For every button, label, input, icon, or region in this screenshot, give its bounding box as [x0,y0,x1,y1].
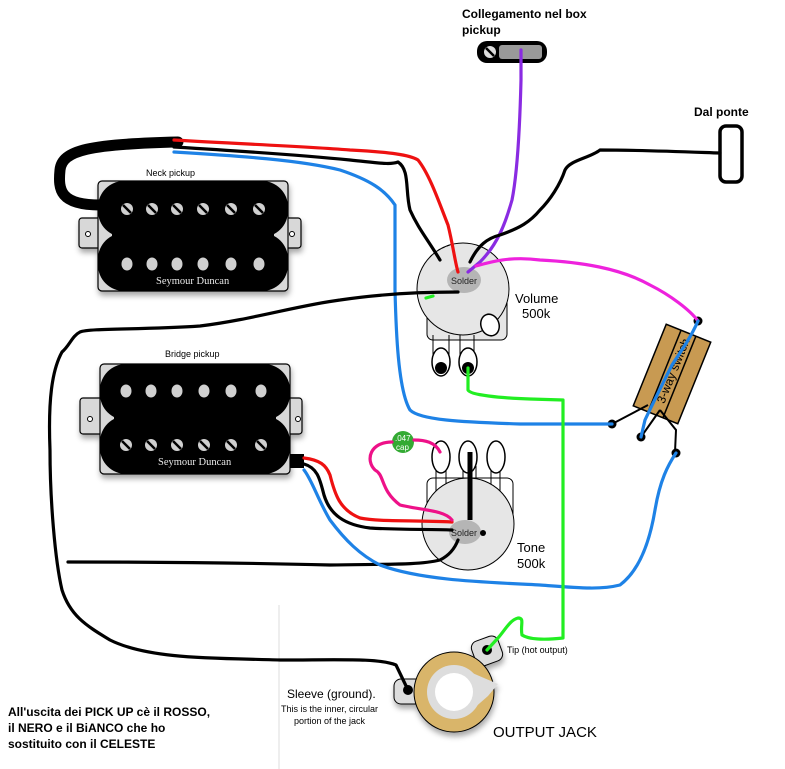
tone-solder-label: Solder [451,528,477,538]
wire-tone-ground [66,538,460,567]
sleeve-label: Sleeve (ground). [287,687,376,701]
volume-pot: Solder [416,242,510,377]
neck-pickup-brand: Seymour Duncan [156,276,230,287]
wire-volume-jumper [424,294,435,300]
note-line-3: sostituito con il CELESTE [8,737,156,751]
bridge-ground-label: Dal ponte [694,105,749,119]
tip-label: Tip (hot output) [507,645,568,655]
cap-label-value: .047 [395,434,411,443]
wire-ground-loop [47,290,460,692]
volume-value: 500k [522,306,551,321]
bridge-pickup-label: Bridge pickup [165,349,220,359]
wire-bridge-white [302,451,678,590]
wires [47,48,722,692]
wire-output [466,366,565,652]
cap-label-unit: cap [396,443,409,452]
tone-pot: Solder [421,440,515,571]
tone-label: Tone [517,540,545,555]
box-pickup-label-line1: Collegamento nel box [462,7,587,21]
bridge-pickup-brand: Seymour Duncan [158,457,232,468]
neck-pickup-label: Neck pickup [146,168,195,178]
output-jack-label: OUTPUT JACK [493,724,597,741]
wire-neck-hot [172,138,460,274]
note-line-2: il NERO e il BiANCO che ho [8,721,166,735]
three-way-switch: 3-way switch [632,323,712,425]
box-pickup-label-line2: pickup [462,23,501,37]
sleeve-desc-line1: This is the inner, circular [281,704,378,714]
volume-solder-label: Solder [451,276,477,286]
wire-cap-lead-b [368,440,454,522]
wire-cap-lead-a [412,438,442,454]
wire-neck-white [172,150,614,426]
wire-bridge-ground [468,148,722,264]
volume-solder-blob [447,267,481,293]
neck-pickup-cable [54,136,184,211]
neck-pickup: Seymour Duncan [78,180,302,292]
wire-bridge-ground [302,462,454,532]
bridge-ground-connector [718,124,744,184]
box-pickup-connector [477,41,547,63]
note-text: All'uscita dei PICK UP cè il ROSSO, il N… [8,704,268,752]
wire-box-link [466,48,523,274]
wire-neck-ground [172,145,442,262]
volume-label: Volume [515,291,558,306]
bridge-pickup: Seymour Duncan [79,363,303,475]
note-line-1: All'uscita dei PICK UP cè il ROSSO, [8,705,211,719]
capacitor: .047 cap [392,431,414,453]
sleeve-desc-line2: portion of the jack [294,716,366,726]
bridge-pickup-cable-stub [290,454,304,468]
tone-value: 500k [517,556,546,571]
wire-bridge-hot [302,456,454,524]
wire-switch-common [639,319,700,439]
wire-switch-link [474,257,700,323]
